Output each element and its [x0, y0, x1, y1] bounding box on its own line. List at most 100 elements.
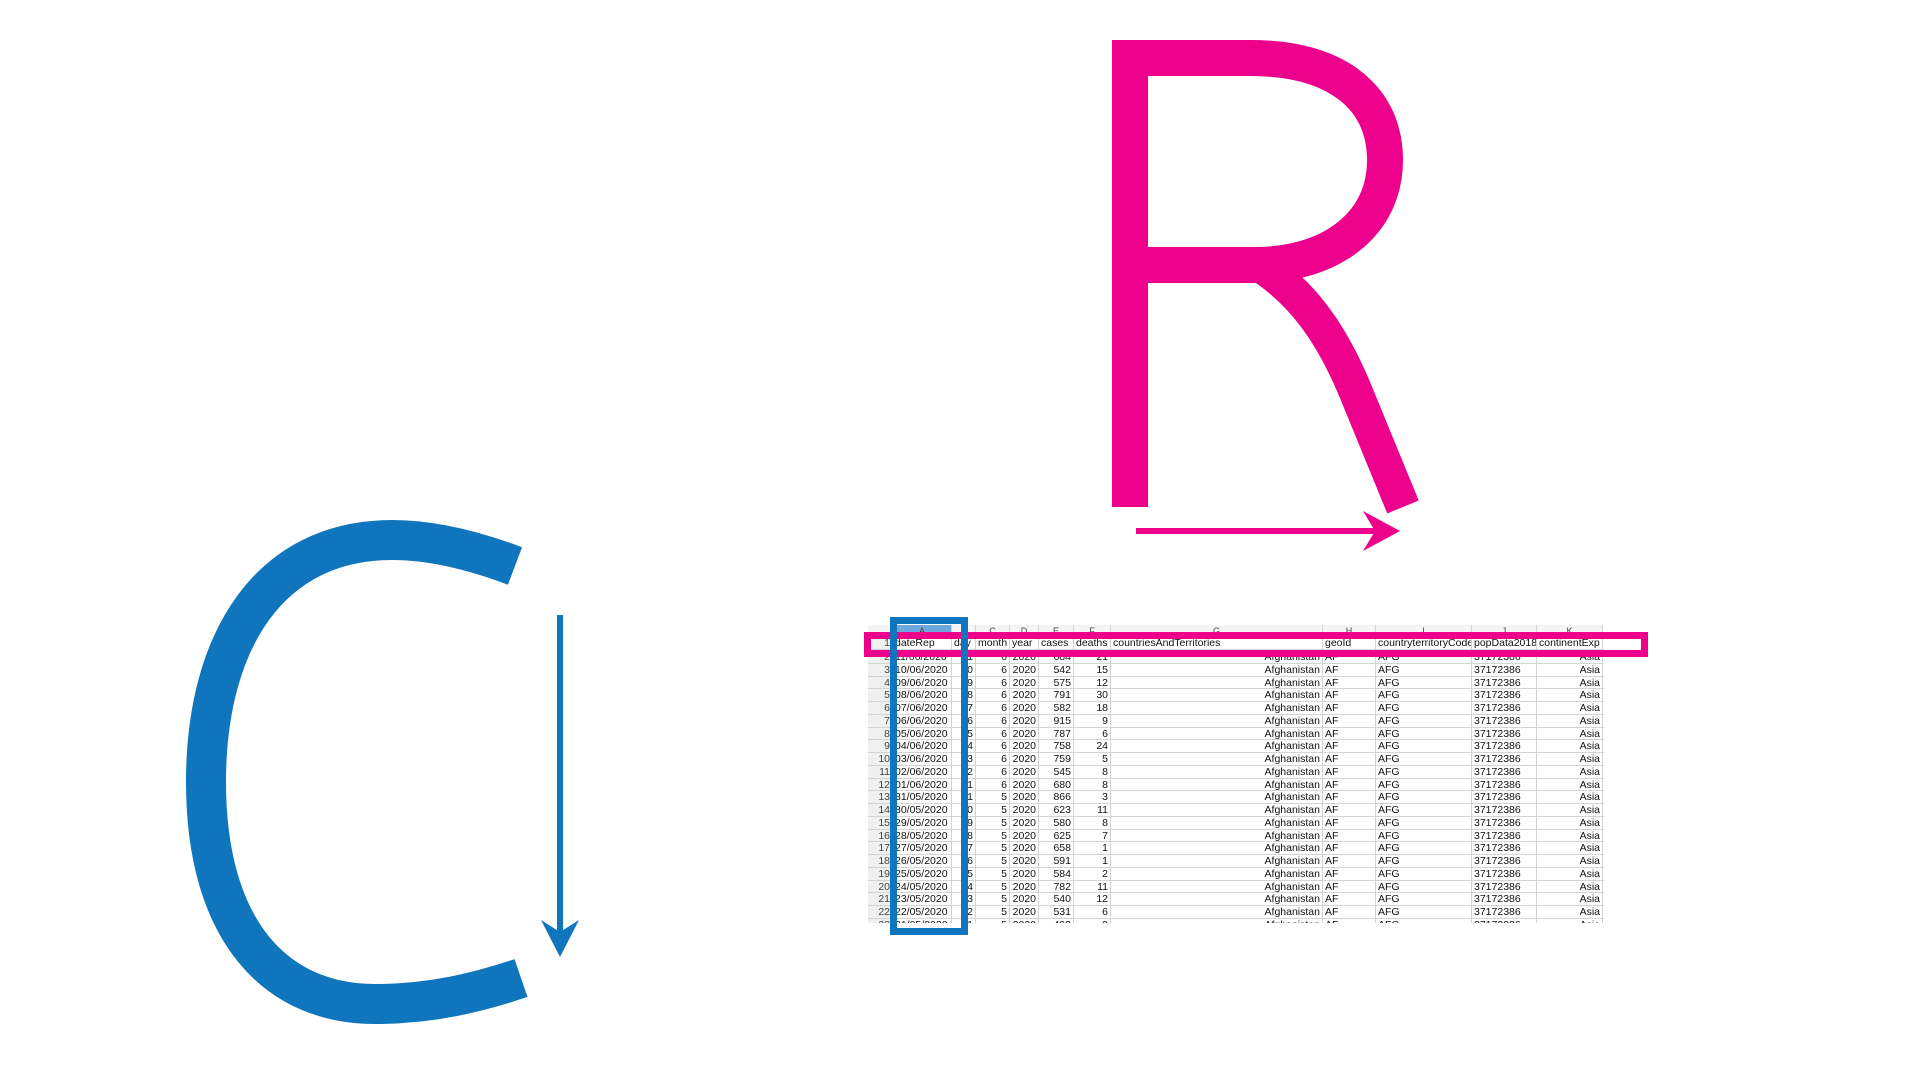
table-cell[interactable]: AF — [1323, 765, 1376, 778]
table-cell[interactable]: 24/05/2020 — [893, 880, 952, 893]
table-cell[interactable]: 2020 — [1010, 740, 1039, 752]
table-cell[interactable]: 591 — [1039, 855, 1074, 867]
table-cell[interactable]: 2020 — [1010, 778, 1039, 791]
table-cell[interactable]: AFG — [1376, 727, 1472, 740]
table-cell[interactable]: 37172386 — [1472, 829, 1537, 842]
table-cell[interactable]: AF — [1323, 702, 1376, 714]
table-cell[interactable]: 866 — [1039, 791, 1074, 803]
table-cell[interactable]: AFG — [1376, 689, 1472, 701]
table-cell[interactable]: 06/06/2020 — [893, 714, 952, 727]
table-cell[interactable]: 625 — [1039, 829, 1074, 842]
table-cell[interactable]: 37172386 — [1472, 893, 1537, 905]
table-cell[interactable]: 26/05/2020 — [893, 855, 952, 867]
table-cell[interactable]: 6 — [976, 714, 1010, 727]
table-cell[interactable]: Asia — [1537, 791, 1603, 803]
table-cell[interactable]: 09/06/2020 — [893, 676, 952, 689]
table-cell[interactable]: Afghanistan — [1111, 880, 1323, 893]
table-cell[interactable]: 1 — [1074, 842, 1111, 854]
table-cell[interactable]: 31/05/2020 — [893, 791, 952, 803]
table-cell[interactable]: Afghanistan — [1111, 765, 1323, 778]
table-cell[interactable]: 2020 — [1010, 829, 1039, 842]
table-cell[interactable]: 37172386 — [1472, 778, 1537, 791]
table-cell[interactable]: Afghanistan — [1111, 816, 1323, 829]
table-cell[interactable]: Afghanistan — [1111, 740, 1323, 752]
table-cell[interactable]: AF — [1323, 867, 1376, 880]
table-cell[interactable]: 23/05/2020 — [893, 893, 952, 905]
table-cell[interactable]: 04/06/2020 — [893, 740, 952, 752]
table-cell[interactable]: AF — [1323, 778, 1376, 791]
table-cell[interactable]: AF — [1323, 676, 1376, 689]
table-cell[interactable]: Asia — [1537, 740, 1603, 752]
table-cell[interactable]: 2020 — [1010, 855, 1039, 867]
table-cell[interactable]: 37172386 — [1472, 689, 1537, 701]
table-cell[interactable]: Afghanistan — [1111, 663, 1323, 676]
table-cell[interactable]: AF — [1323, 689, 1376, 701]
table-cell[interactable]: AF — [1323, 829, 1376, 842]
column-letter[interactable]: A — [893, 625, 952, 637]
table-cell[interactable]: AFG — [1376, 676, 1472, 689]
table-cell[interactable]: Afghanistan — [1111, 906, 1323, 918]
table-cell[interactable]: 2020 — [1010, 663, 1039, 676]
table-cell[interactable]: 6 — [976, 727, 1010, 740]
table-cell[interactable]: Asia — [1537, 855, 1603, 867]
table-cell[interactable]: Afghanistan — [1111, 918, 1323, 923]
table-cell[interactable]: 2020 — [1010, 804, 1039, 816]
table-cell[interactable]: 25/05/2020 — [893, 867, 952, 880]
table-cell[interactable]: AFG — [1376, 714, 1472, 727]
table-cell[interactable]: AFG — [1376, 740, 1472, 752]
table-cell[interactable]: 2020 — [1010, 676, 1039, 689]
column-letter[interactable]: D — [1010, 625, 1039, 637]
table-cell[interactable]: 1 — [1074, 855, 1111, 867]
table-cell[interactable]: 37172386 — [1472, 753, 1537, 765]
table-cell[interactable]: 2020 — [1010, 791, 1039, 803]
table-cell[interactable]: AFG — [1376, 816, 1472, 829]
table-cell[interactable]: 5 — [976, 829, 1010, 842]
table-cell[interactable]: Asia — [1537, 727, 1603, 740]
table-cell[interactable]: AFG — [1376, 765, 1472, 778]
table-cell[interactable]: 01/06/2020 — [893, 778, 952, 791]
table-cell[interactable]: 680 — [1039, 778, 1074, 791]
table-cell[interactable]: Asia — [1537, 804, 1603, 816]
table-cell[interactable]: Asia — [1537, 676, 1603, 689]
table-cell[interactable]: 18 — [1074, 702, 1111, 714]
table-cell[interactable]: 05/06/2020 — [893, 727, 952, 740]
table-cell[interactable]: 6 — [976, 689, 1010, 701]
table-cell[interactable]: 531 — [1039, 906, 1074, 918]
table-cell[interactable]: 542 — [1039, 663, 1074, 676]
table-cell[interactable]: Asia — [1537, 765, 1603, 778]
table-cell[interactable]: Afghanistan — [1111, 676, 1323, 689]
table-cell[interactable]: 37172386 — [1472, 804, 1537, 816]
table-cell[interactable]: AF — [1323, 880, 1376, 893]
table-cell[interactable]: 5 — [976, 906, 1010, 918]
table-cell[interactable]: 2020 — [1010, 765, 1039, 778]
table-cell[interactable]: 2020 — [1010, 727, 1039, 740]
table-cell[interactable]: 540 — [1039, 893, 1074, 905]
table-cell[interactable]: 30/05/2020 — [893, 804, 952, 816]
column-letter[interactable]: H — [1323, 625, 1376, 637]
table-cell[interactable]: 758 — [1039, 740, 1074, 752]
table-cell[interactable]: AF — [1323, 816, 1376, 829]
table-cell[interactable]: 37172386 — [1472, 714, 1537, 727]
table-cell[interactable]: 2020 — [1010, 753, 1039, 765]
table-cell[interactable]: 37172386 — [1472, 918, 1537, 923]
table-cell[interactable]: 2020 — [1010, 893, 1039, 905]
column-letter[interactable]: C — [976, 625, 1010, 637]
header-cell[interactable]: cases — [1039, 637, 1074, 649]
table-cell[interactable]: 5 — [976, 842, 1010, 854]
header-cell[interactable]: countriesAndTerritories — [1111, 637, 1323, 649]
table-cell[interactable]: 2020 — [1010, 867, 1039, 880]
table-cell[interactable]: AFG — [1376, 753, 1472, 765]
table-cell[interactable]: 9 — [952, 676, 976, 689]
header-cell[interactable]: popData2018 — [1474, 637, 1537, 649]
table-cell[interactable]: 6 — [976, 702, 1010, 714]
table-cell[interactable]: 37172386 — [1472, 791, 1537, 803]
table-cell[interactable]: 37172386 — [1472, 663, 1537, 676]
column-letter[interactable]: F — [1074, 625, 1111, 637]
table-cell[interactable]: 21/05/2020 — [893, 918, 952, 923]
header-cell[interactable]: month — [976, 637, 1010, 649]
column-letter[interactable]: E — [1039, 625, 1074, 637]
table-cell[interactable]: AF — [1323, 918, 1376, 923]
table-cell[interactable]: Asia — [1537, 702, 1603, 714]
table-cell[interactable]: 24 — [1074, 740, 1111, 752]
